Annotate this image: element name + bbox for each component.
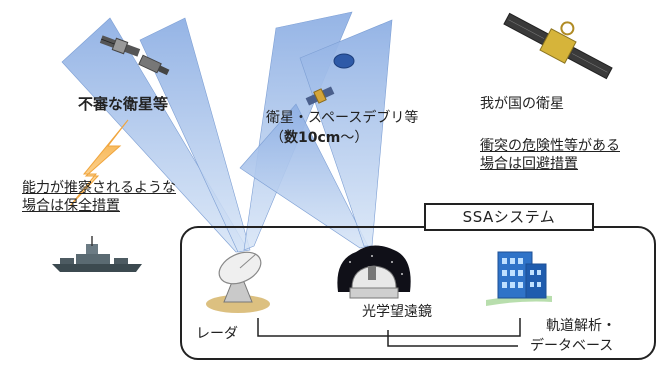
telescope-label: 光学望遠鏡: [362, 304, 432, 320]
telescope-icon: [337, 245, 411, 299]
radar-dish-icon: [206, 251, 270, 313]
debris-size-label: 数10cm: [284, 130, 341, 146]
own-satellite-icon: [503, 12, 613, 80]
telescope-to-db-line: [387, 330, 518, 347]
collision-label-line1: 衝突の危険性等がある: [480, 138, 620, 154]
suspicious-satellite-label: 不審な衛星等: [78, 95, 169, 113]
satellite-icon-2: [138, 54, 170, 76]
debris-label-close: ～）: [340, 130, 369, 146]
orbit-label-line2: データベース: [530, 338, 614, 354]
ssa-system-frame: [180, 226, 656, 360]
building-icon: [486, 251, 552, 306]
debris-label-line2: （数10cm～）: [270, 130, 368, 147]
estimate-label-line2: 場合は保全措置: [22, 198, 120, 214]
radar-label: レーダ: [196, 326, 238, 342]
observation-beams: [61, 11, 393, 253]
estimate-label-line1: 能力が推察されるような: [22, 180, 176, 196]
debris-satellite-icon: [305, 86, 335, 106]
own-satellite-label: 我が国の衛星: [480, 96, 564, 112]
connector-lines: [257, 318, 521, 347]
debris-label-open: （: [270, 130, 284, 146]
orbit-label-line1: 軌道解析・: [546, 318, 616, 334]
debris-label-line1: 衛星・スペースデブリ等: [266, 110, 419, 126]
debris-icon: [333, 53, 355, 69]
beam-radar-mid: [139, 17, 251, 253]
radar-to-db-line: [257, 318, 521, 337]
signal-arrow: [69, 119, 129, 207]
collision-label-line2: 場合は回避措置: [480, 156, 578, 172]
ship-icon: [52, 236, 142, 272]
ssa-system-title: SSAシステム: [424, 203, 594, 231]
satellite-icon: [99, 35, 141, 57]
